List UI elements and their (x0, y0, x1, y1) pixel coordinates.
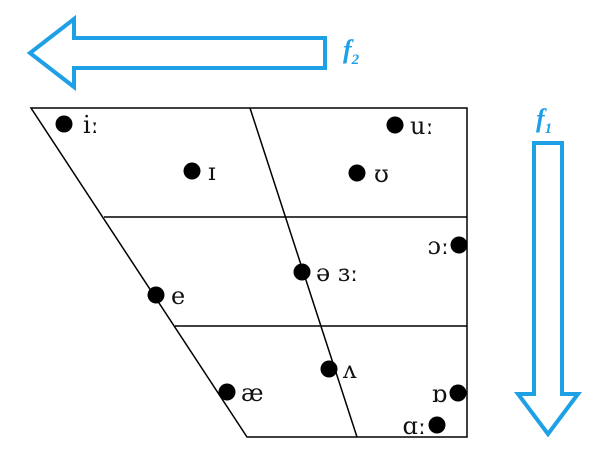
vowel-dot-wedge (320, 360, 338, 378)
f2-arrow-shape (26, 14, 327, 92)
f2-arrow: f2 (26, 14, 360, 92)
f2-label: f2 (343, 35, 360, 68)
vowel-label-short-u: ʊ (374, 160, 389, 188)
vowel-dot-i-long (55, 115, 73, 133)
vowel-label-ae: æ (241, 379, 264, 407)
f1-arrow: f1 (514, 104, 582, 438)
vowel-label-schwa-er: ə ɜː (316, 259, 358, 287)
f2-label-sub: 2 (351, 52, 360, 68)
vowel-dot-e (147, 286, 165, 304)
f1-label: f1 (536, 104, 552, 137)
vowel-dot-short-u (348, 164, 366, 182)
vowel-dot-ae (218, 383, 236, 401)
vowel-label-i-long: iː (83, 111, 99, 139)
trapezoid-outline (29, 107, 468, 438)
f1-label-f: f (536, 104, 547, 133)
vowel-dot-short-o (449, 384, 467, 402)
vowel-label-wedge: ʌ (342, 356, 357, 384)
vowel-dot-u-long (386, 116, 404, 134)
vowel-points: iː uː ɪ ʊ ɔː ə ɜː e ʌ æ ɒɑː (55, 111, 468, 440)
vowel-label-a-long: ɑː (403, 412, 426, 440)
vowel-dot-a-long (428, 416, 446, 434)
vowel-label-e: e (171, 282, 185, 310)
vowel-dot-schwa-er (293, 263, 311, 281)
f1-arrow-shape (514, 141, 582, 438)
vowel-label-open-o-long: ɔː (427, 232, 449, 260)
vowel-label-u-long: uː (410, 112, 434, 140)
vowel-label-short-o: ɒ (432, 380, 447, 408)
vowel-dot-short-i (183, 162, 201, 180)
vowel-dot-open-o-long (450, 236, 468, 254)
vowel-label-short-i: ɪ (208, 158, 216, 186)
f2-label-f: f (343, 35, 354, 64)
f1-label-sub: 1 (545, 121, 553, 137)
